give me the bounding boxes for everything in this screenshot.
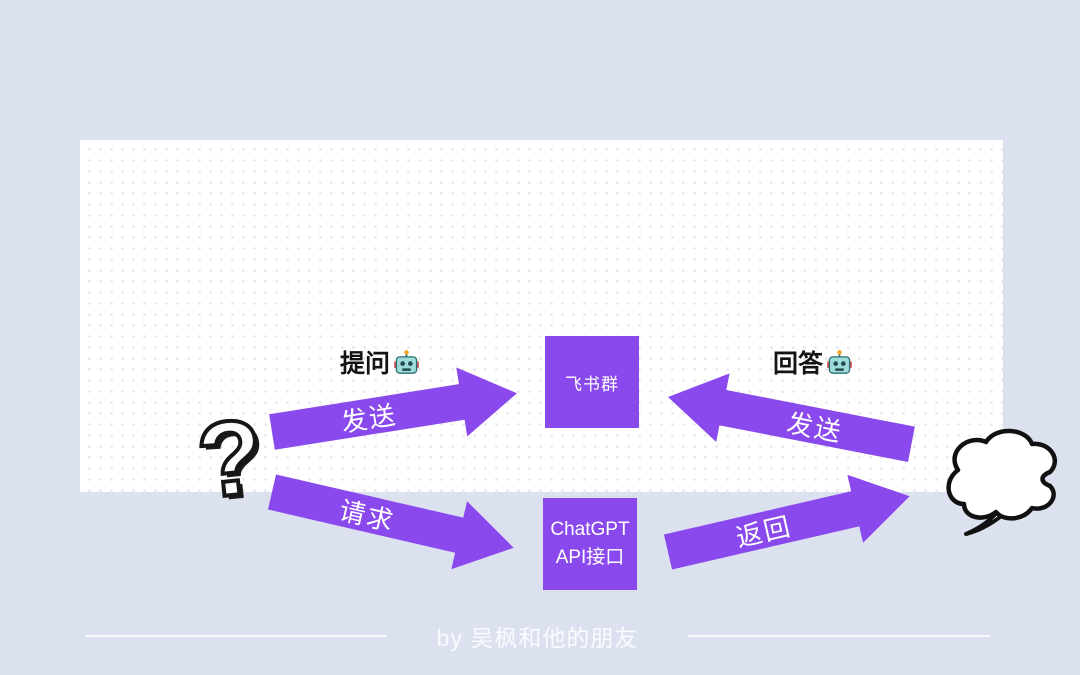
arrowhead-right-icon [456, 359, 522, 437]
arrow-send-to-user-label: 发送 [784, 407, 846, 448]
node-chatgpt-line2: API接口 [555, 547, 625, 568]
arrow-send-to-feishu-label: 发送 [339, 398, 400, 438]
node-feishu-label: 飞书群 [565, 374, 619, 394]
arrow-return-label: 返回 [733, 510, 795, 553]
divider-line [688, 635, 990, 637]
divider-line [85, 635, 387, 637]
speech-bubble-icon [920, 418, 1060, 536]
node-feishu-group: 飞书群 [545, 336, 639, 428]
arrowhead-right-icon [847, 462, 917, 543]
arrow-send-to-user: 发送 [661, 363, 918, 479]
node-chatgpt-api: ChatGPT API接口 [543, 498, 637, 590]
footer: by 吴枫和他的朋友 [85, 622, 990, 651]
ask-label-text: 提问 [340, 350, 391, 378]
robot-icon [393, 349, 420, 376]
node-chatgpt-line1: ChatGPT [550, 519, 630, 541]
whiteboard-canvas: ? 提问 回答 [80, 140, 1058, 590]
arrow-request-label: 请求 [336, 494, 398, 537]
arrowhead-right-icon [451, 501, 521, 582]
arrow-return: 返回 [660, 462, 917, 586]
robot-icon [826, 349, 853, 376]
arrow-request: 请求 [264, 458, 521, 582]
ask-label: 提问 [340, 344, 420, 380]
answer-label: 回答 [773, 344, 853, 380]
answer-label-text: 回答 [773, 350, 824, 378]
credit-text: by 吴枫和他的朋友 [436, 625, 639, 651]
question-mark-doodle: ? [190, 395, 271, 523]
